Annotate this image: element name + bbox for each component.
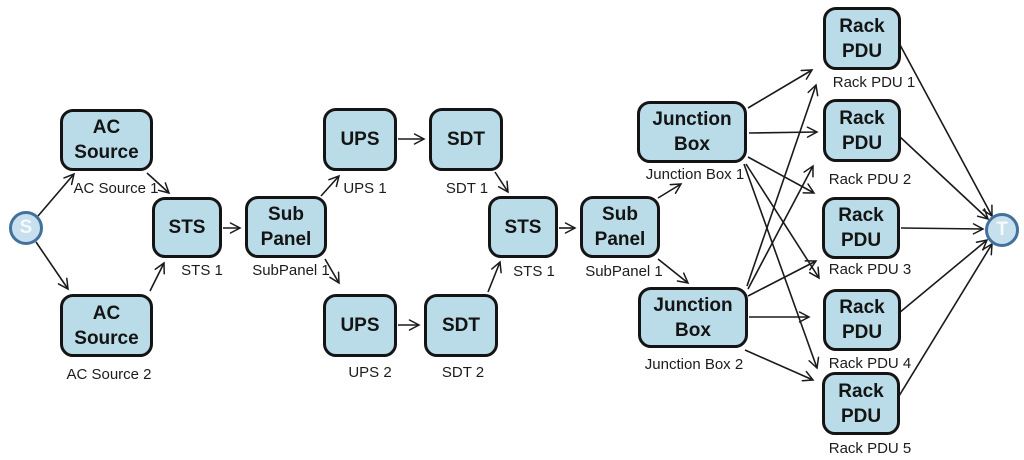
- edge-sdt-2-to-sts-b: [487, 260, 502, 293]
- node-caption-sts-b: STS 1: [513, 263, 555, 280]
- edge-junction-box-2-to-rack-pdu-2: [747, 164, 814, 290]
- node-label-line: PDU: [840, 230, 882, 251]
- edge-subpanel-b-to-junction-box-2: [657, 258, 690, 285]
- node-caption-sts-a: STS 1: [181, 262, 223, 279]
- node-label-line: STS: [504, 216, 542, 238]
- node-label-line: Box: [675, 319, 711, 341]
- node-label-line: Junction: [652, 109, 732, 130]
- terminal-node-target-t: T: [985, 213, 1019, 247]
- edge-source-s-to-ac-source-1: [37, 172, 76, 217]
- node-caption-rack-pdu-1: Rack PDU 1: [832, 74, 916, 91]
- node-sdt-1: SDT: [429, 108, 503, 171]
- node-label-line: Panel: [594, 229, 646, 250]
- node-sts-b: STS: [488, 196, 558, 258]
- node-ups-2: UPS: [323, 294, 397, 357]
- node-label-line: PDU: [841, 132, 883, 154]
- node-label-line: Sub: [602, 204, 638, 225]
- edge-ac-source-2-to-sts-a: [149, 261, 165, 292]
- node-caption-rack-pdu-5: Rack PDU 5: [828, 440, 912, 457]
- edge-junction-box-1-to-rack-pdu-2: [748, 126, 819, 138]
- node-label-line: Source: [74, 142, 139, 163]
- node-caption-sdt-1: SDT 1: [445, 180, 489, 197]
- edge-subpanel-a-to-ups-1: [320, 174, 341, 197]
- edge-junction-box-2-to-rack-pdu-5: [744, 349, 815, 382]
- node-caption-sdt-2: SDT 2: [441, 364, 485, 381]
- node-label-line: Rack: [838, 380, 884, 402]
- node-label-line: Panel: [260, 229, 312, 250]
- edge-rack-pdu-4-to-target-t: [898, 238, 989, 314]
- node-label-line: PDU: [841, 40, 883, 62]
- node-label-line: Rack: [838, 205, 884, 226]
- node-label-line: Sub: [268, 204, 304, 225]
- node-caption-junction-box-1: Junction Box 1: [645, 166, 745, 183]
- terminal-node-source-s: S: [9, 211, 43, 245]
- node-sdt-2: SDT: [424, 294, 498, 357]
- edge-rack-pdu-1-to-target-t: [898, 42, 993, 218]
- node-caption-rack-pdu-2: Rack PDU 2: [828, 171, 912, 188]
- node-label-line: PDU: [840, 405, 882, 427]
- node-label-line: Source: [74, 327, 139, 349]
- edge-junction-box-1-to-rack-pdu-3: [747, 156, 816, 194]
- node-label-line: UPS: [340, 129, 380, 150]
- edge-subpanel-b-to-junction-box-1: [657, 183, 683, 199]
- node-label-line: AC: [92, 117, 121, 138]
- edge-rack-pdu-5-to-target-t: [898, 242, 993, 397]
- node-caption-ups-1: UPS 1: [343, 180, 387, 197]
- edge-junction-box-1-to-rack-pdu-4: [745, 163, 820, 280]
- node-caption-ups-2: UPS 2: [348, 364, 392, 381]
- node-ac-source-2: AC Source: [60, 294, 153, 357]
- edge-junction-box-2-to-rack-pdu-1: [746, 83, 819, 287]
- node-caption-junction-box-2: Junction Box 2: [644, 356, 744, 373]
- node-ups-1: UPS: [323, 108, 397, 171]
- node-sts-a: STS: [152, 197, 222, 258]
- edge-ac-source-1-to-sts-a: [146, 172, 171, 195]
- edge-junction-box-2-to-rack-pdu-3: [747, 260, 818, 297]
- edge-rack-pdu-3-to-target-t: [900, 223, 985, 235]
- node-caption-subpanel-b: SubPanel 1: [585, 263, 663, 280]
- node-label-line: UPS: [340, 315, 380, 336]
- node-caption-ac-source-2: AC Source 2: [66, 366, 152, 383]
- node-label-line: PDU: [841, 322, 883, 343]
- node-caption-ac-source-1: AC Source 1: [73, 180, 159, 197]
- edge-sdt-1-to-sts-b: [494, 171, 509, 194]
- edge-junction-box-1-to-rack-pdu-5: [743, 163, 820, 370]
- node-label-line: Rack: [839, 297, 885, 318]
- node-label-line: SDT: [447, 129, 485, 150]
- node-caption-subpanel-a: SubPanel 1: [252, 262, 330, 279]
- node-label-line: Rack: [839, 107, 885, 129]
- edge-subpanel-a-to-ups-2: [324, 258, 340, 285]
- node-caption-rack-pdu-3: Rack PDU 3: [828, 261, 912, 278]
- node-label-line: STS: [168, 217, 206, 238]
- node-label-line: Junction: [653, 294, 733, 316]
- edge-junction-box-1-to-rack-pdu-1: [747, 69, 814, 109]
- node-caption-rack-pdu-4: Rack PDU 4: [828, 355, 912, 372]
- node-label-line: AC: [92, 302, 121, 324]
- node-label-line: SDT: [442, 315, 480, 336]
- edge-rack-pdu-2-to-target-t: [898, 135, 990, 221]
- node-ac-source-1: AC Source: [60, 109, 153, 171]
- node-label-line: Rack: [839, 15, 885, 37]
- edge-source-s-to-ac-source-2: [35, 241, 69, 291]
- node-label-line: Box: [674, 134, 710, 155]
